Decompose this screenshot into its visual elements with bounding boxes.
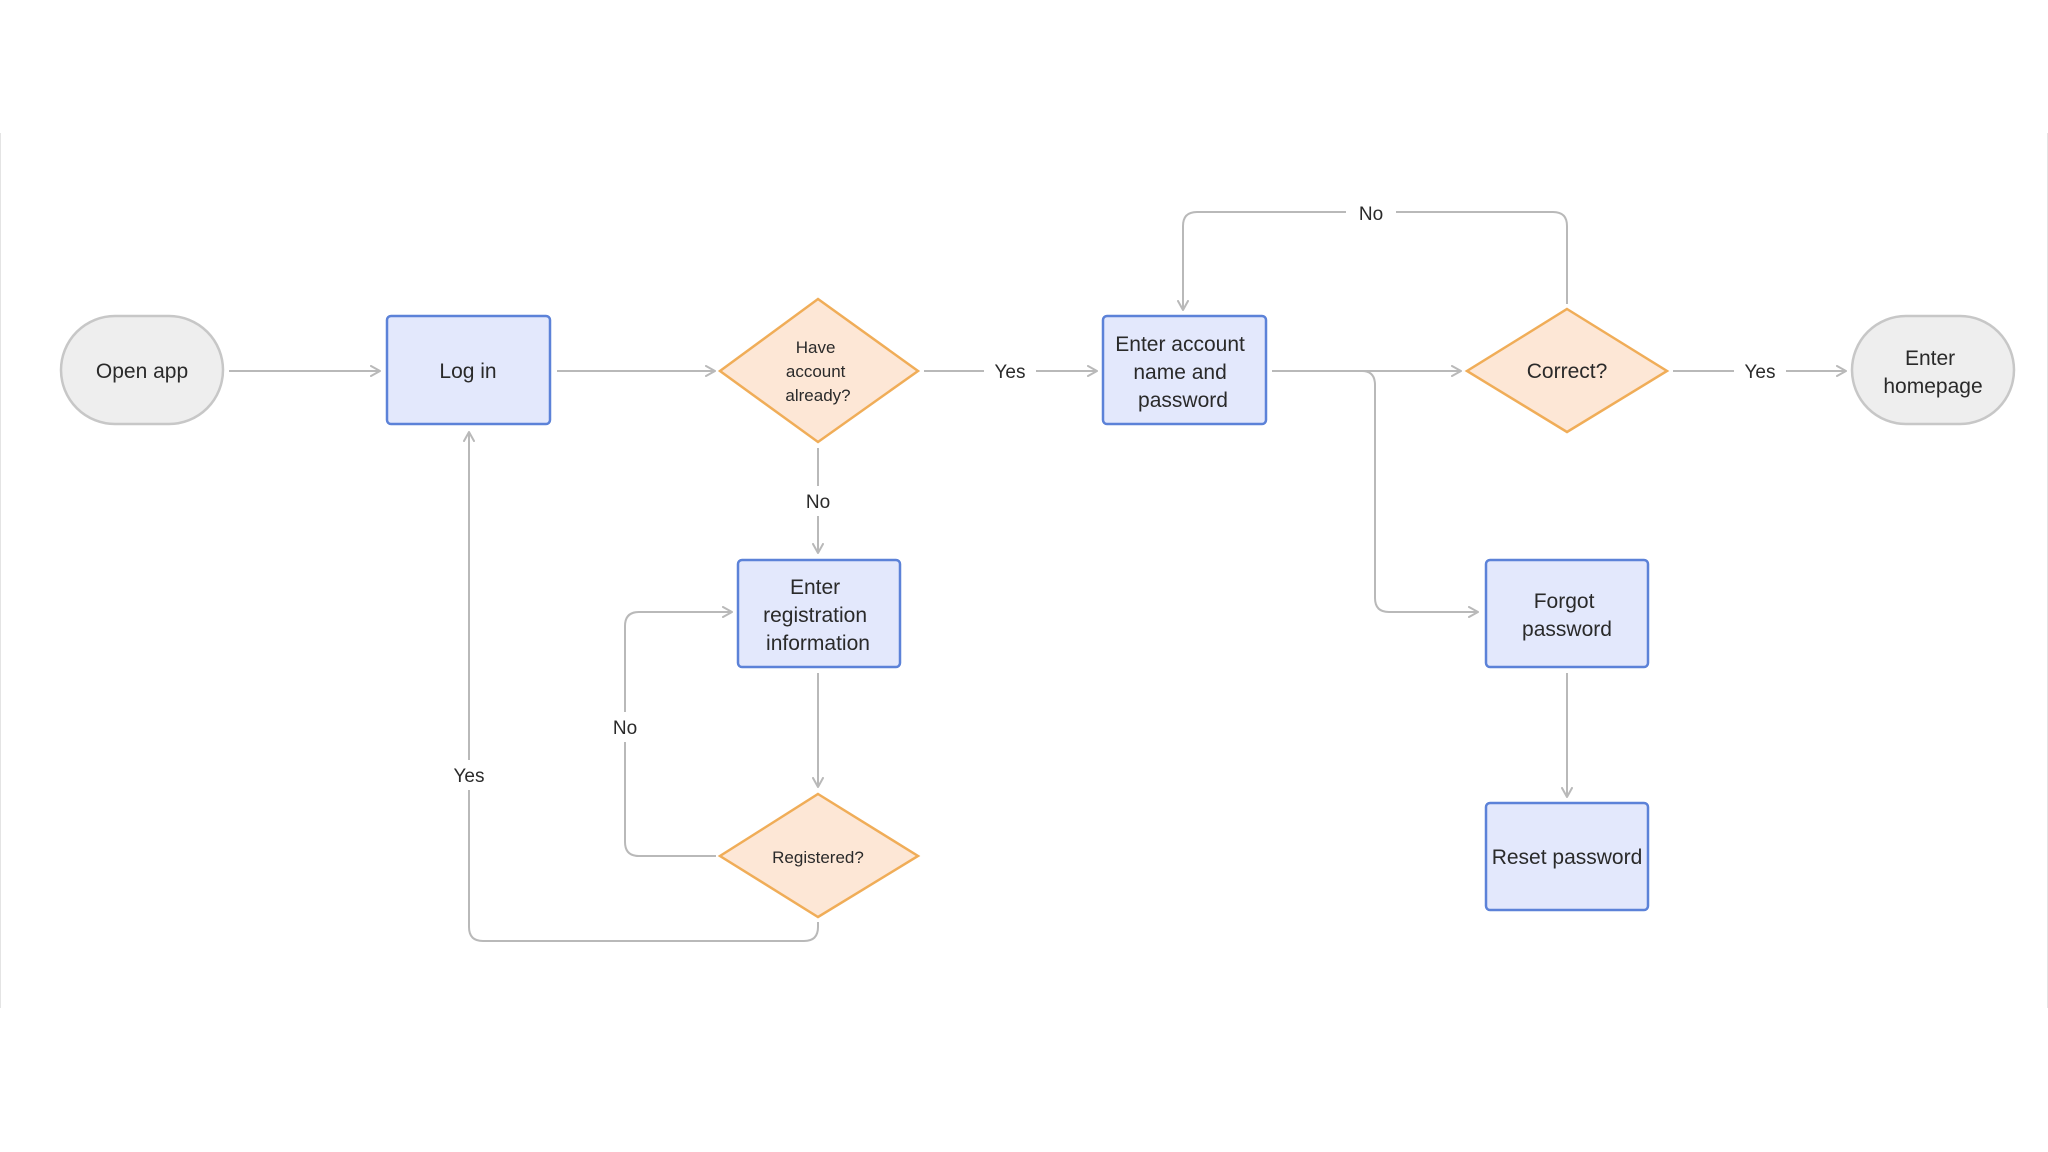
node-label: Have account already?	[785, 338, 850, 405]
edge-label-registered-no: No	[613, 718, 637, 739]
edge-label-have-account-no: No	[806, 492, 830, 513]
edge-label-registered-yes: Yes	[454, 766, 485, 787]
node-label: Correct?	[1527, 360, 1608, 383]
node-registered[interactable]: Registered?	[717, 792, 921, 919]
node-have-account[interactable]: Have account already?	[717, 297, 921, 444]
node-label: Enter registration information	[763, 576, 873, 655]
terminal-shape	[1850, 314, 2016, 426]
decision-shape	[1464, 307, 1670, 434]
node-label: Enter account name and password	[1115, 333, 1250, 412]
node-correct[interactable]: Correct?	[1464, 307, 1670, 434]
edge-label-correct-no: No	[1359, 204, 1383, 225]
label-bg	[984, 356, 1036, 386]
process-shape	[1101, 314, 1268, 426]
node-label: Open app	[96, 360, 188, 383]
node-enter-account[interactable]: Enter account name and password	[1101, 314, 1268, 426]
label-bg	[795, 486, 841, 516]
terminal-shape	[59, 314, 225, 426]
decision-shape	[717, 297, 921, 444]
node-label: Log in	[439, 360, 496, 383]
node-forgot-password[interactable]: Forgot password	[1484, 558, 1650, 669]
node-log-in[interactable]: Log in	[385, 314, 552, 426]
node-label: Forgot password	[1522, 590, 1612, 641]
node-enter-homepage[interactable]: Enter homepage	[1850, 314, 2016, 426]
edge-registered-yes-to-log-in	[463, 431, 819, 942]
node-label: Reset password	[1492, 846, 1643, 869]
node-label: Registered?	[772, 848, 864, 867]
decision-shape	[717, 792, 921, 919]
node-open-app[interactable]: Open app	[59, 314, 225, 426]
label-bg	[1346, 197, 1396, 227]
node-reset-password[interactable]: Reset password	[1484, 801, 1650, 912]
process-shape	[385, 314, 552, 426]
process-shape	[736, 558, 902, 669]
label-bg	[1734, 356, 1786, 386]
edge-label-have-account-yes: Yes	[995, 362, 1026, 383]
node-label: Enter homepage	[1883, 347, 1982, 398]
edge-enter-account-to-forgot	[1361, 370, 1479, 618]
process-shape	[1484, 558, 1650, 669]
edge-label-correct-yes: Yes	[1745, 362, 1776, 383]
process-shape	[1484, 801, 1650, 912]
node-enter-registration[interactable]: Enter registration information	[736, 558, 902, 669]
edge-labels: Yes No Yes No No Yes	[443, 197, 1786, 790]
label-bg	[602, 712, 648, 742]
label-bg	[443, 760, 495, 790]
